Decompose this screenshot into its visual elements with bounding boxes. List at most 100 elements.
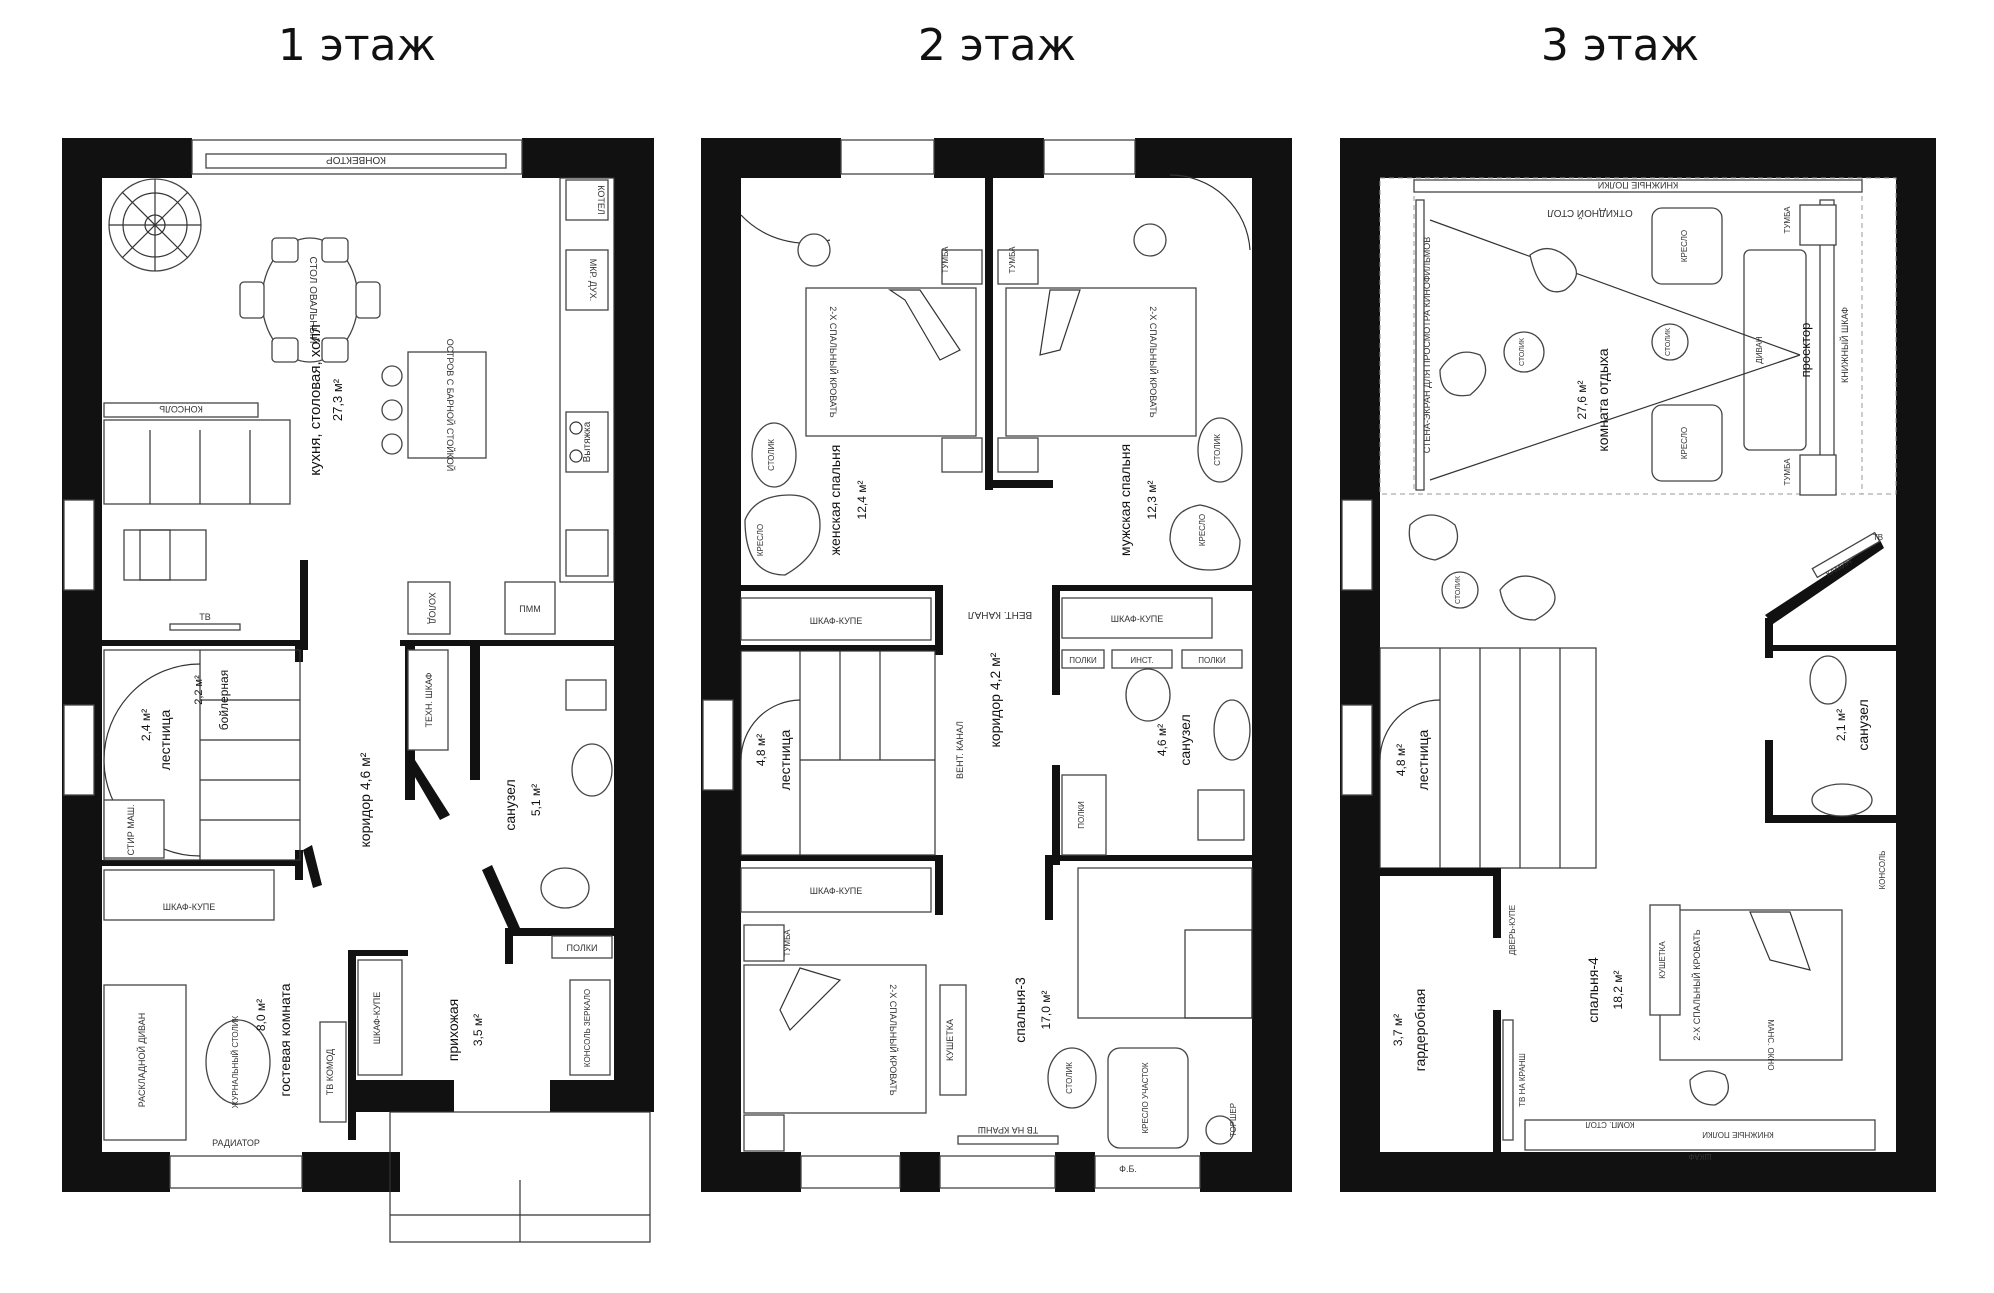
kushetka-label-f2: КУШЕТКА: [945, 1019, 955, 1061]
shelves-label-f2-1: ПОЛКИ: [1069, 656, 1097, 665]
bed-male: [1005, 287, 1197, 437]
console-mirror: [569, 979, 611, 1076]
floor-1-wall-bath: [470, 640, 480, 780]
kitchen-counter: [559, 177, 615, 583]
kitchen-name: кухня, столовая, холл: [307, 324, 324, 475]
kushetka-f2: [939, 984, 967, 1096]
floor-2-wall-bottom-right: [1200, 1152, 1292, 1192]
bath-area-f3: 2,1 м²: [1834, 709, 1848, 741]
comp-table-label: КОМП. СТОЛ: [1585, 1120, 1634, 1129]
bed-label-male: 2-Х СПАЛЬНЫЙ КРОВАТЬ: [1148, 306, 1159, 417]
coffee-table: [205, 1019, 271, 1105]
sofa-corner: [1077, 867, 1253, 1019]
stair-area-f1: 2,4 м²: [139, 709, 153, 741]
wardrobe-label-f1: ШКАФ-КУПЕ: [163, 902, 216, 912]
floor-2-wall-bed3-top: [1045, 855, 1252, 861]
sofa: [103, 419, 291, 505]
floor-1-wall-top-left: [62, 138, 192, 178]
floor-2-title: 2 этаж: [917, 20, 1077, 71]
floor-1-wall-stair-top: [102, 640, 302, 646]
nightstand: [941, 437, 983, 473]
divan-label: ДИВАН: [1755, 336, 1764, 364]
chair: [239, 281, 265, 319]
vent-label-1: ВЕНТ. КАНАЛ: [968, 609, 1032, 620]
dishwasher-label: ПММ: [519, 604, 540, 614]
tumba-label-f3-1: ТУМБА: [1783, 206, 1792, 234]
tv-bracket-f2: [957, 1135, 1059, 1145]
console-mirror-label: КОНСОЛЬ ЗЕРКАЛО: [583, 989, 592, 1067]
armchair-label-f3-2: КРЕСЛО: [1680, 427, 1689, 459]
toilet-f3: [1809, 655, 1847, 705]
reading-chair: [1107, 1047, 1189, 1149]
floor-3-wall-bath-top: [1765, 645, 1896, 651]
floor-3-wall-bath-left2: [1765, 740, 1773, 820]
bed4-name: спальня-4: [1585, 957, 1601, 1023]
projector-label: проектор: [1798, 323, 1813, 378]
book-shelves-label: КНИЖНЫЕ ПОЛКИ: [1598, 180, 1678, 190]
floor-2-wall-stair-bottom: [741, 855, 941, 861]
nightstand: [941, 249, 983, 285]
stolik-label-f3-3: СТОЛИК: [1455, 575, 1462, 604]
floor-2-wall-center-bottom: [985, 480, 1053, 488]
floor-3-wall-bath-left: [1765, 618, 1773, 658]
floor-1-wall-guest-post: [295, 850, 303, 880]
bed-label-3: 2-Х СПАЛЬНЫЙ КРОВАТЬ: [888, 984, 899, 1095]
torsher-label: ТОРШЕР: [1229, 1103, 1238, 1137]
floor-2-stairs: [740, 650, 936, 856]
stair-name-f1: лестница: [157, 709, 173, 770]
floor-2-wall-top-left: [701, 138, 841, 178]
armchair-label-1: КРЕСЛО: [756, 524, 765, 556]
floor-2-wall-wardrobe: [935, 585, 943, 655]
bath-area-f2: 4,6 м²: [1155, 724, 1169, 756]
bar-stool: [381, 399, 403, 421]
bed3-area: 17,0 м²: [1039, 991, 1053, 1030]
floor-1-window-bottom: [169, 1155, 303, 1189]
floor-1-wall-hall-top: [505, 928, 614, 936]
divan: [1743, 249, 1807, 451]
floor-1-wall-bottom-left: [62, 1152, 170, 1192]
floor-1-wall-right: [614, 138, 654, 1088]
beanbag: [1499, 575, 1556, 621]
washbasin: [571, 743, 613, 797]
chair: [355, 281, 381, 319]
kitchen-area: 27,3 м²: [330, 378, 345, 421]
shelves-f2-2: [1181, 649, 1243, 669]
heater: [565, 679, 607, 711]
armchair-f3-2: [1651, 404, 1723, 482]
boiler-name: бойлерная: [217, 670, 231, 730]
book-shelves-label-2: КНИЖНЫЕ ПОЛКИ: [1702, 1130, 1774, 1139]
armchair-male: [1169, 504, 1241, 571]
inst-label: ИНСТ.: [1130, 656, 1153, 665]
female-area: 12,4 м²: [855, 481, 869, 520]
tumba-label-f3-2: ТУМБА: [1783, 458, 1792, 486]
beanbag: [1529, 248, 1577, 293]
island-label: ОСТРОВ С БАРНОЙ СТОЙКОЙ: [445, 339, 456, 472]
stolik-male: [1197, 417, 1243, 483]
floor-2-wall-center: [985, 150, 993, 490]
wardrobe-label-f2-2: ШКАФ-КУПЕ: [1111, 614, 1164, 624]
toilet: [540, 867, 590, 909]
beanbag: [1439, 351, 1487, 397]
bed-4: [1659, 909, 1843, 1061]
nightstand: [1799, 454, 1837, 496]
bath-name-f3: санузел: [1855, 699, 1871, 750]
stolik-f2: [1047, 1047, 1097, 1109]
floor-2-wall-right: [1252, 138, 1292, 1192]
kushetka-label-f3: КУШЕТКА: [1658, 941, 1667, 979]
book-shelves-top: [1413, 179, 1863, 193]
micro-label: МКР. ДУХ.: [588, 259, 598, 301]
tv-bracket-label-f3: ТВ НА КРАНШ: [1518, 1053, 1527, 1107]
stair-name-f2: лестница: [777, 729, 793, 790]
fb-label: Ф.Б.: [1119, 1164, 1137, 1174]
shelves: [551, 935, 613, 959]
floor-2-wall-stair-top: [741, 645, 941, 651]
washing-machine: [103, 799, 165, 859]
tv-dresser: [319, 1021, 347, 1123]
book-cabinet-label: КНИЖНЫЙ ШКАФ: [1839, 307, 1850, 383]
bath-area-f1: 5,1 м²: [529, 784, 543, 816]
inst-f2: [1111, 649, 1173, 669]
floor-2-wall-female-bottom: [741, 585, 941, 591]
floor-3-stairs: [1379, 647, 1597, 869]
bath-name-f2: санузел: [1177, 714, 1193, 765]
